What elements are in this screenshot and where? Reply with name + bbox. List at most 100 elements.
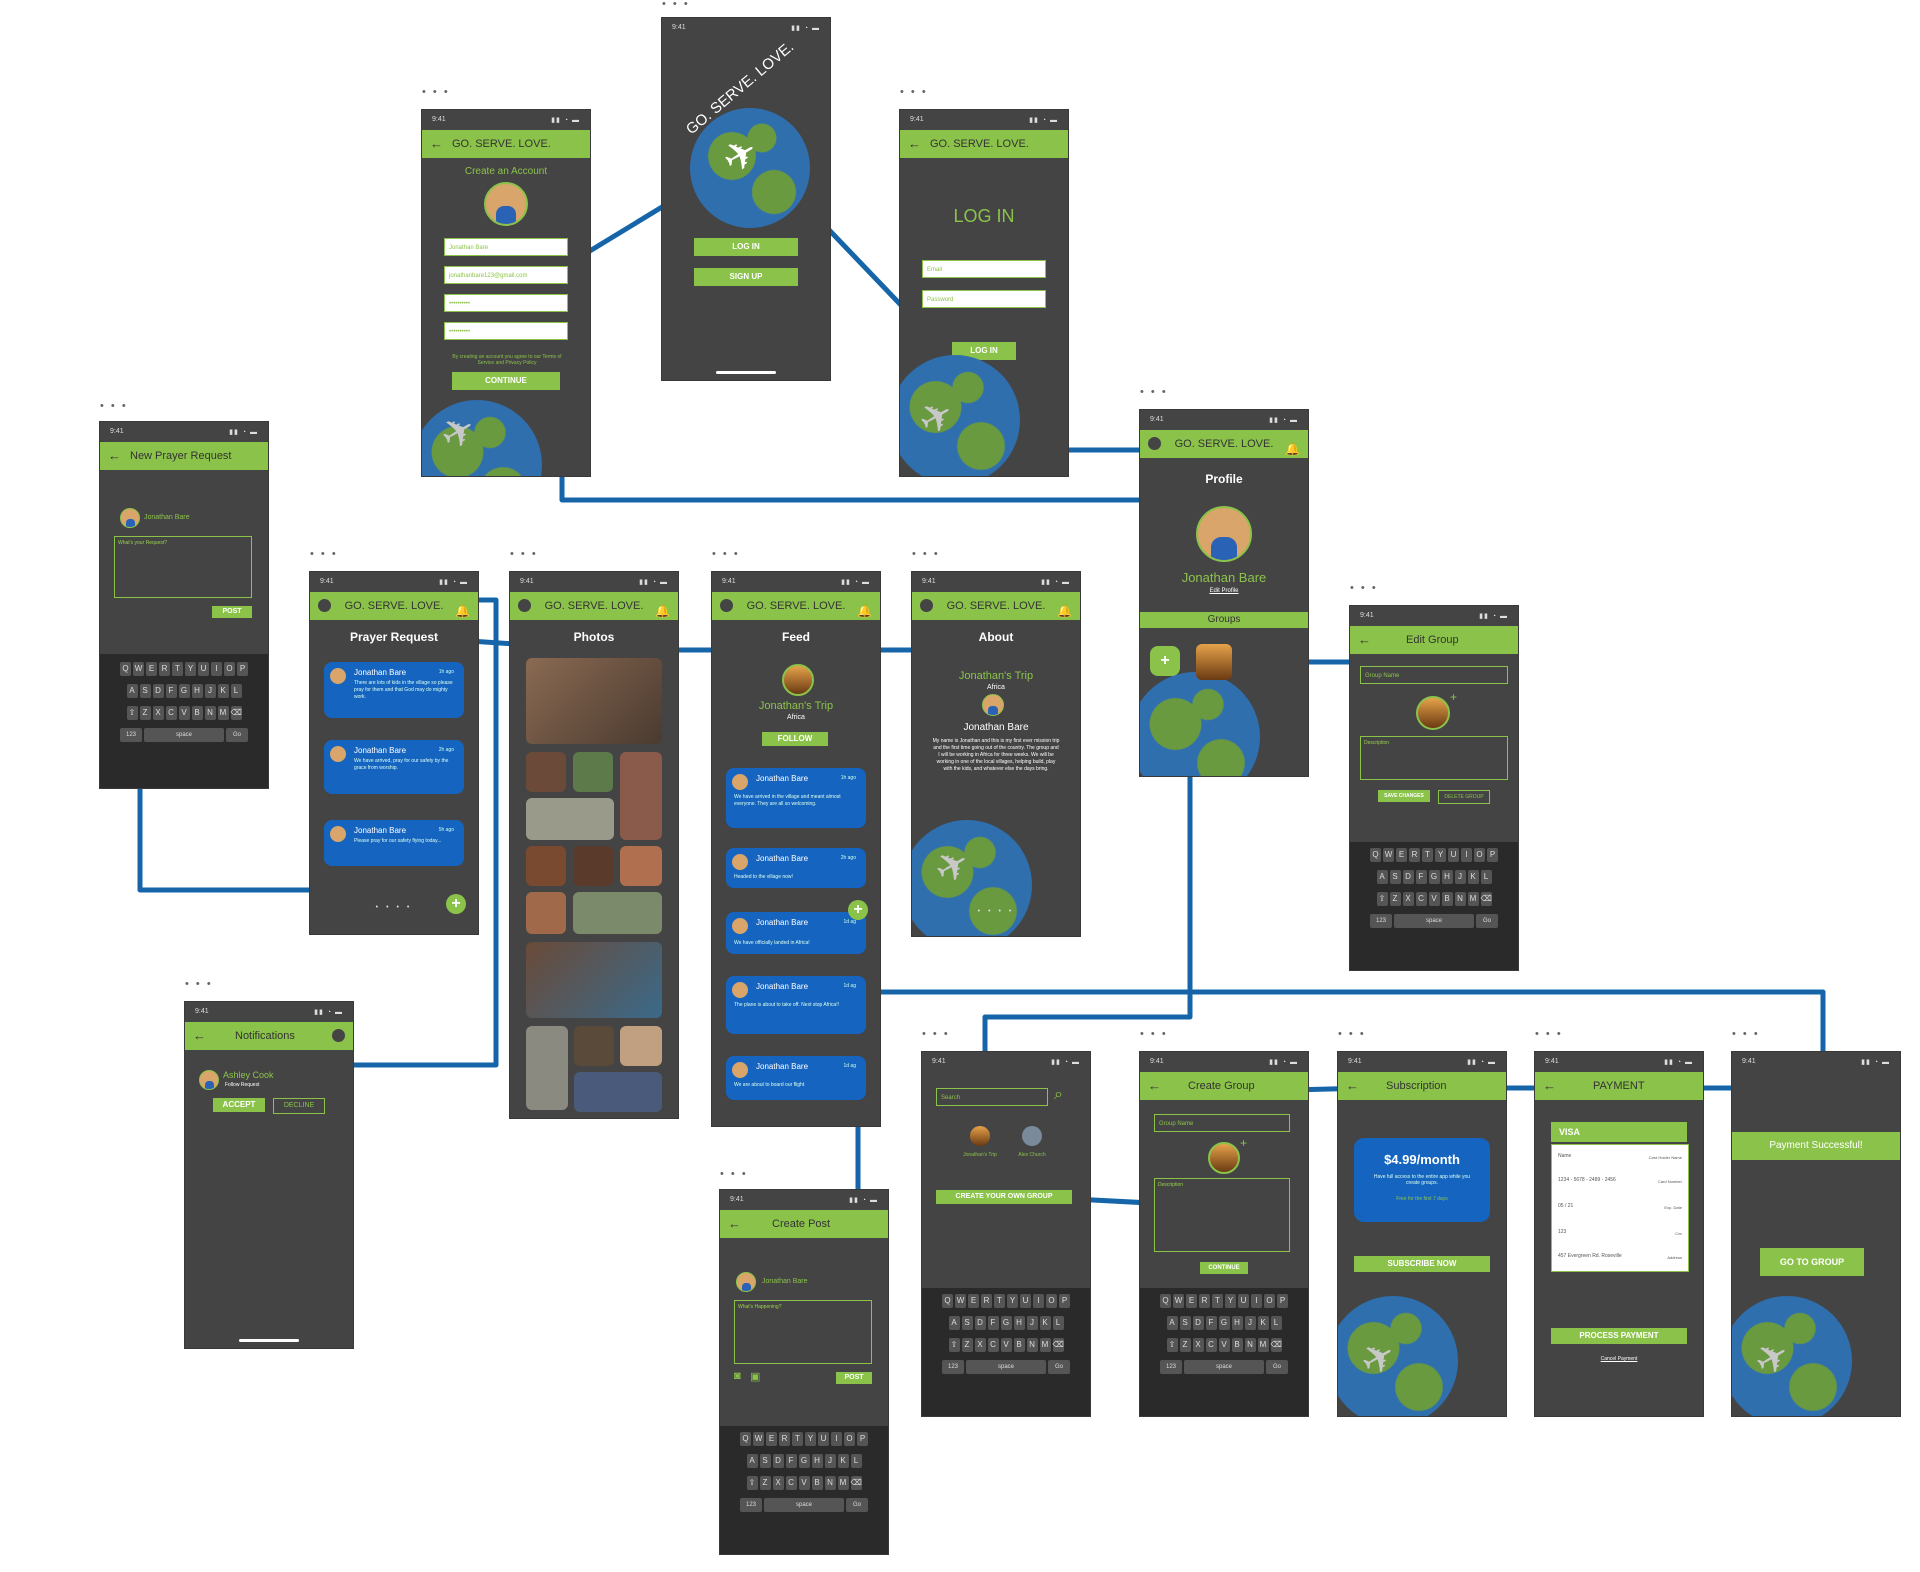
confirm-password-field[interactable]: •••••••••• [444, 322, 568, 340]
photo-tile[interactable] [573, 752, 613, 792]
group-image[interactable] [1208, 1142, 1240, 1174]
go-to-group-button[interactable]: GO TO GROUP [1760, 1248, 1864, 1276]
group-image[interactable] [1416, 696, 1450, 730]
profile-icon[interactable] [318, 599, 331, 612]
group-avatar[interactable] [970, 1126, 990, 1146]
profile-icon[interactable] [518, 599, 531, 612]
bell-icon[interactable]: 🔔 [1285, 442, 1300, 456]
request-textarea[interactable]: What's your Request? [114, 536, 252, 598]
decline-button[interactable]: DECLINE [273, 1098, 325, 1114]
card-number-field[interactable]: 1234 - 5678 - 2489 - 2456 [1558, 1177, 1616, 1183]
profile-icon[interactable] [920, 599, 933, 612]
splash-login-button[interactable]: LOG IN [694, 238, 798, 256]
accept-button[interactable]: ACCEPT [213, 1098, 265, 1112]
email-field[interactable]: jonathanbare123@gmail.com [444, 266, 568, 284]
bell-icon[interactable]: 🔔 [1057, 604, 1072, 618]
add-group-button[interactable]: + [1150, 646, 1180, 676]
back-arrow-icon[interactable]: ← [1358, 632, 1371, 647]
photo-tile[interactable] [573, 892, 662, 934]
bell-icon[interactable]: 🔔 [857, 604, 872, 618]
cancel-payment-link[interactable]: Cancel Payment [1600, 1356, 1638, 1362]
back-arrow-icon[interactable]: ← [430, 136, 443, 151]
photo-tile[interactable] [620, 1026, 662, 1066]
photo-tile[interactable] [620, 752, 662, 840]
trial-link[interactable]: Free for the first 7 days [1396, 1196, 1448, 1202]
create-group-button[interactable]: CREATE YOUR OWN GROUP [936, 1190, 1072, 1204]
add-post-button[interactable]: + [848, 900, 868, 920]
delete-group-button[interactable]: DELETE GROUP [1438, 790, 1490, 804]
continue-button[interactable]: CONTINUE [452, 372, 560, 390]
image-icon[interactable]: ▣ [750, 1371, 761, 1383]
profile-icon[interactable] [332, 1029, 345, 1042]
post-button[interactable]: POST [836, 1372, 872, 1384]
photo-tile[interactable] [526, 1026, 568, 1110]
back-arrow-icon[interactable]: ← [1543, 1078, 1556, 1093]
back-arrow-icon[interactable]: ← [908, 136, 921, 151]
add-image-icon[interactable]: + [1240, 1136, 1248, 1150]
follow-button[interactable]: FOLLOW [762, 732, 828, 746]
add-image-icon[interactable]: + [1450, 690, 1458, 704]
group-avatar[interactable] [1022, 1126, 1042, 1146]
back-arrow-icon[interactable]: ← [108, 448, 121, 463]
photo-tile[interactable] [574, 1026, 614, 1066]
bell-icon[interactable]: 🔔 [655, 604, 670, 618]
post-button[interactable]: POST [212, 606, 252, 618]
back-arrow-icon[interactable]: ← [193, 1028, 206, 1043]
back-arrow-icon[interactable]: ← [1346, 1078, 1359, 1093]
password-field[interactable]: Password [922, 290, 1046, 308]
group-name-field[interactable]: Group Name [1360, 666, 1508, 684]
email-field[interactable]: Email [922, 260, 1046, 278]
splash-signup-button[interactable]: SIGN UP [694, 268, 798, 286]
bell-icon[interactable]: 🔔 [455, 604, 470, 618]
process-payment-button[interactable]: PROCESS PAYMENT [1551, 1328, 1687, 1344]
photo-tile[interactable] [526, 942, 662, 1018]
edit-profile-link[interactable]: Edit Profile [1209, 588, 1239, 594]
profile-icon[interactable] [720, 599, 733, 612]
password-field[interactable]: •••••••••• [444, 294, 568, 312]
address-field[interactable]: 457 Evergreen Rd. Roseville [1558, 1253, 1622, 1259]
photo-tile[interactable] [526, 798, 614, 840]
description-textarea[interactable]: Description [1154, 1178, 1290, 1252]
search-icon[interactable]: ⌕ [1054, 1086, 1063, 1103]
group-thumbnail[interactable] [1196, 644, 1232, 680]
camera-icon[interactable]: ◙ [734, 1370, 741, 1382]
cvv-field[interactable]: 123 [1558, 1229, 1567, 1235]
group-name-field[interactable]: Group Name [1154, 1114, 1290, 1132]
add-prayer-button[interactable]: + [446, 894, 466, 914]
save-changes-button[interactable]: SAVE CHANGES [1378, 790, 1430, 802]
photo-tile[interactable] [574, 1072, 662, 1112]
photo-tile[interactable] [526, 846, 566, 886]
photo-tile[interactable] [620, 846, 662, 886]
back-arrow-icon[interactable]: ← [728, 1216, 741, 1231]
post-textarea[interactable]: What's Happening? [734, 1300, 872, 1364]
subscribe-button[interactable]: SUBSCRIBE NOW [1354, 1256, 1490, 1272]
